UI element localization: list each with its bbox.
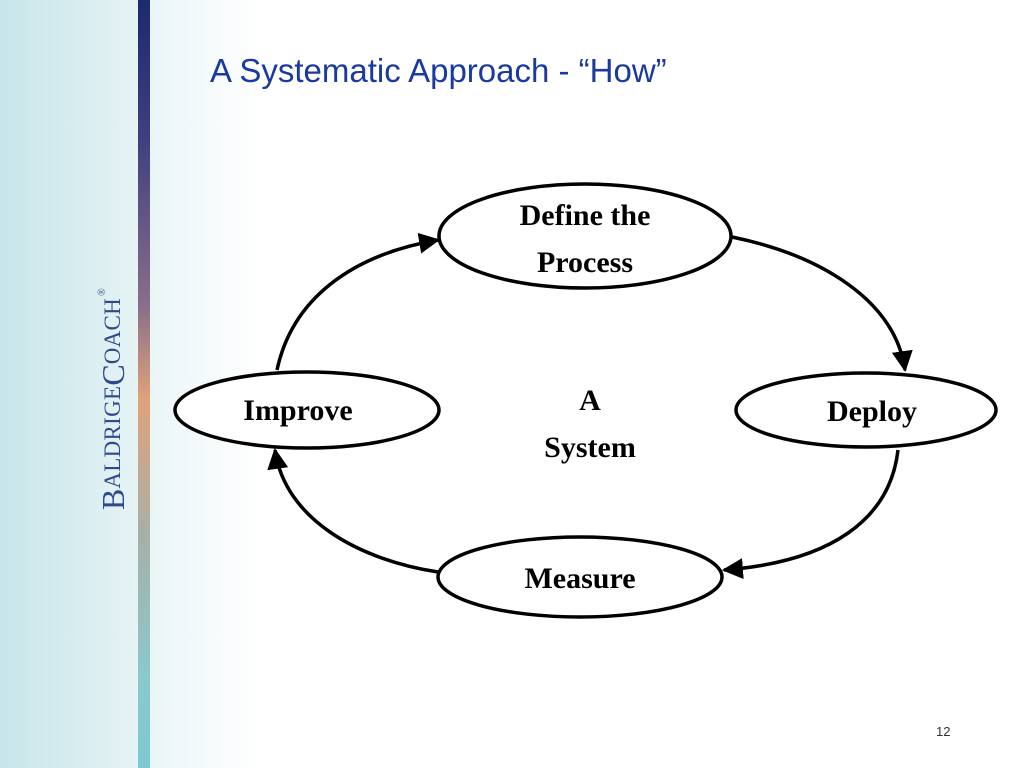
node-deploy-label: Deploy (827, 395, 917, 428)
arrow-improve-to-define (275, 232, 441, 371)
arrow-measure-to-improve (267, 447, 439, 574)
center-label-line-1: A (579, 384, 601, 417)
node-define-line-2: Process (537, 246, 633, 279)
node-define-process: Define the Process (437, 182, 733, 290)
arrow-deploy-to-measure (721, 449, 900, 580)
node-improve: Improve (173, 370, 441, 450)
node-define-line-1: Define the (520, 199, 651, 232)
node-measure-label: Measure (524, 562, 635, 595)
side-color-bar (138, 0, 150, 768)
node-deploy: Deploy (734, 371, 998, 449)
node-measure: Measure (436, 535, 724, 619)
center-label-line-2: System (544, 431, 636, 464)
slide-title: A Systematic Approach - “How” (210, 52, 667, 89)
node-improve-label: Improve (243, 394, 352, 427)
arrow-define-to-deploy (731, 235, 913, 373)
page-number: 12 (936, 724, 951, 739)
